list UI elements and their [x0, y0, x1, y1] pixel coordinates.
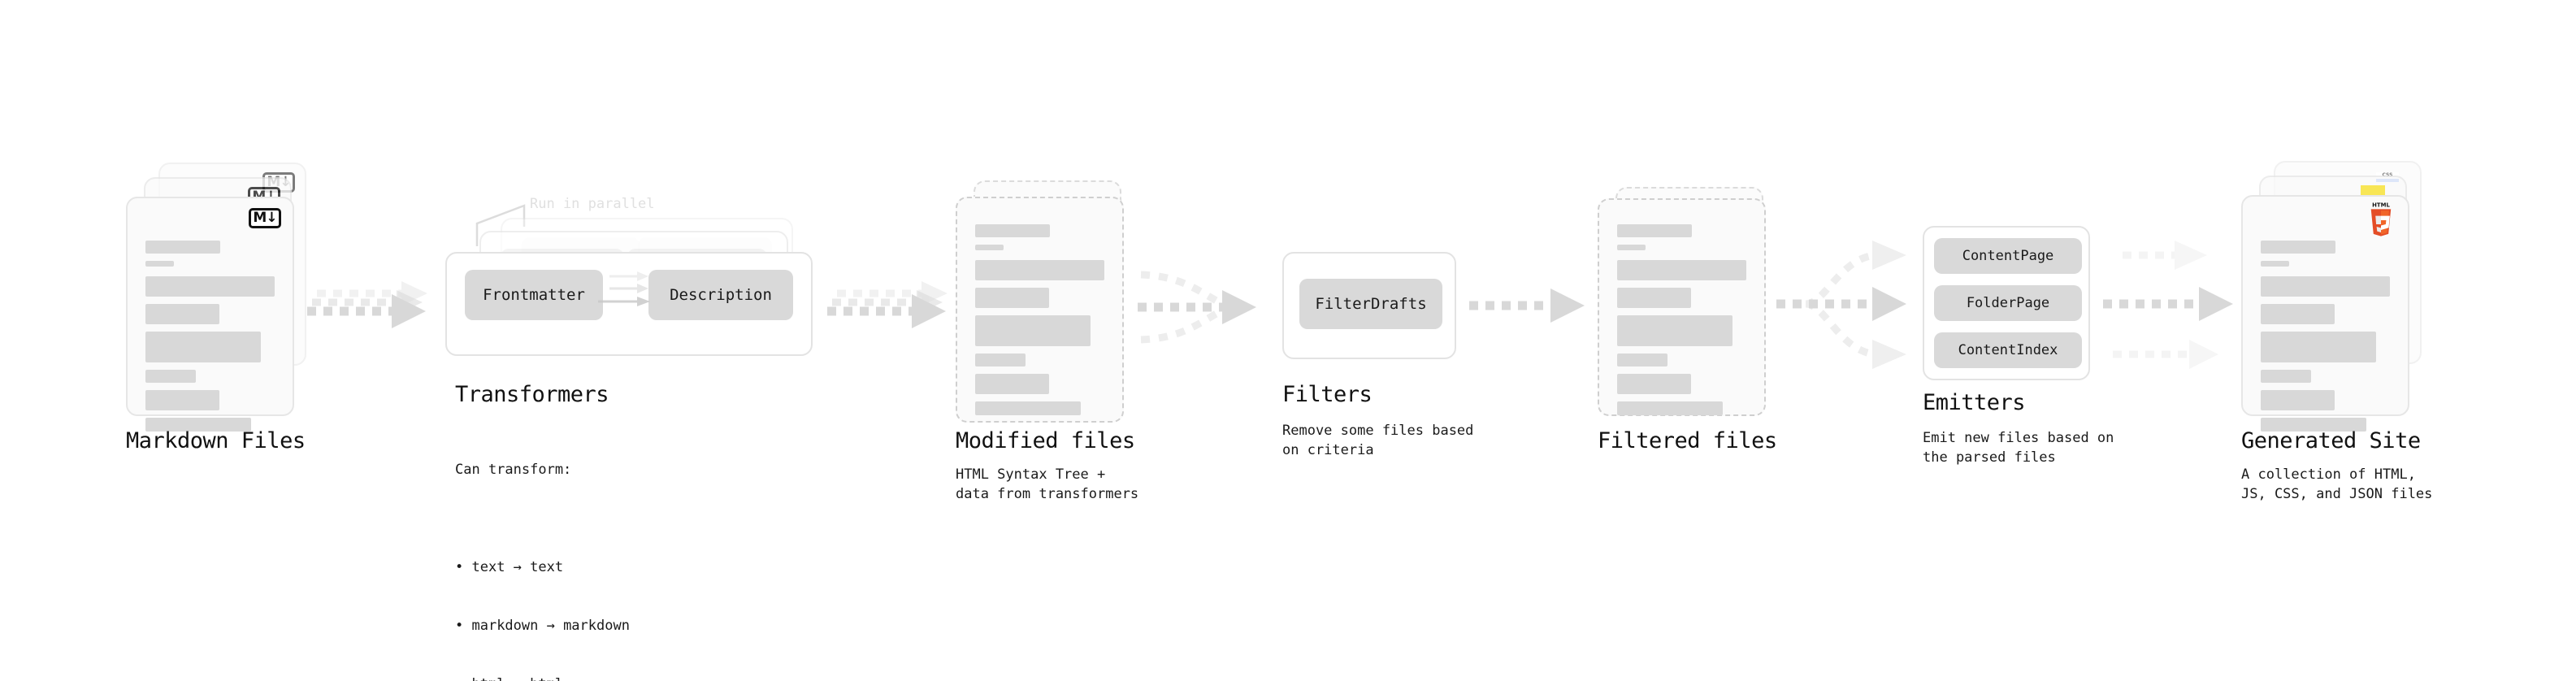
- transformers-sub-line: Can transform:: [455, 462, 572, 478]
- connector-filters-to-filtered: [1469, 288, 1585, 323]
- stage-subtitle-modified-files: HTML Syntax Tree + data from transformer…: [956, 466, 1139, 502]
- stage-title-generated-site: Generated Site: [2241, 428, 2421, 453]
- transformers-bullets: text → text markdown → markdown html → h…: [455, 518, 630, 681]
- connector-transformers-to-modified: [827, 281, 948, 328]
- transformers-group-front[interactable]: Frontmatter Description: [445, 252, 813, 356]
- stage-subtitle-generated-site: A collection of HTML, JS, CSS, and JSON …: [2241, 466, 2433, 502]
- transformers-bullet: text → text: [455, 557, 630, 577]
- stage-title-filters: Filters: [1282, 382, 1373, 407]
- stage-title-modified-files: Modified files: [956, 428, 1135, 453]
- run-in-parallel-leader: [475, 204, 526, 246]
- run-in-parallel-label: Run in parallel: [530, 196, 655, 212]
- stage-title-filtered-files: Filtered files: [1598, 428, 1777, 453]
- svg-text:HTML: HTML: [2372, 202, 2390, 209]
- file-content-placeholder: [2261, 241, 2390, 439]
- emitter-chip-contentpage[interactable]: ContentPage: [1934, 238, 2082, 274]
- filtered-file-card-front: [1598, 198, 1766, 416]
- emitter-chip-contentindex[interactable]: ContentIndex: [1934, 332, 2082, 368]
- transformers-bullet: html → html: [455, 674, 630, 681]
- stage-title-emitters: Emitters: [1923, 390, 2026, 415]
- file-content-placeholder: [1617, 224, 1746, 423]
- html5-icon: HTML: [2370, 202, 2392, 236]
- markdown-files-card-stack: M↓ M↓ M↓: [126, 163, 313, 432]
- generated-site-card-stack: CSS HTML: [2241, 161, 2444, 432]
- markdown-icon: M↓: [249, 208, 281, 228]
- modified-file-card-front: [956, 197, 1124, 423]
- transformers-group-stack: Frontmatter Description Frontmatter Desc…: [445, 218, 827, 356]
- emitters-group-box[interactable]: ContentPage FolderPage ContentIndex: [1923, 226, 2090, 380]
- connector-emitters-to-site: [2103, 241, 2233, 369]
- connector-modified-to-filters: [1138, 271, 1256, 344]
- stage-subtitle-transformers: Can transform: text → text markdown → ma…: [455, 421, 630, 681]
- connector-filtered-to-emitters: [1776, 241, 1906, 369]
- stage-subtitle-emitters: Emit new files based on the parsed files: [1923, 430, 2114, 466]
- file-content-placeholder: [975, 224, 1104, 423]
- stage-title-markdown-files: Markdown Files: [126, 428, 306, 453]
- generated-site-card-front: HTML: [2241, 195, 2409, 432]
- filter-chip-filterdrafts[interactable]: FilterDrafts: [1299, 279, 1442, 329]
- modified-files-card-stack: [956, 180, 1143, 432]
- transformer-chip-frontmatter[interactable]: Frontmatter: [465, 270, 603, 320]
- markdown-file-card-front: M↓: [126, 197, 294, 432]
- stage-title-transformers: Transformers: [455, 382, 609, 407]
- filtered-files-card-stack: [1598, 187, 1785, 431]
- javascript-icon: [2361, 185, 2385, 197]
- transformer-chip-description[interactable]: Description: [648, 270, 793, 320]
- emitter-chip-folderpage[interactable]: FolderPage: [1934, 285, 2082, 321]
- connector-markdown-to-transformers: [307, 281, 427, 328]
- filters-group-box[interactable]: FilterDrafts: [1282, 252, 1456, 359]
- stage-subtitle-filters: Remove some files based on criteria: [1282, 423, 1474, 458]
- transformers-bullet: markdown → markdown: [455, 616, 629, 635]
- transformer-inner-arrows: [598, 271, 650, 306]
- file-content-placeholder: [145, 241, 275, 439]
